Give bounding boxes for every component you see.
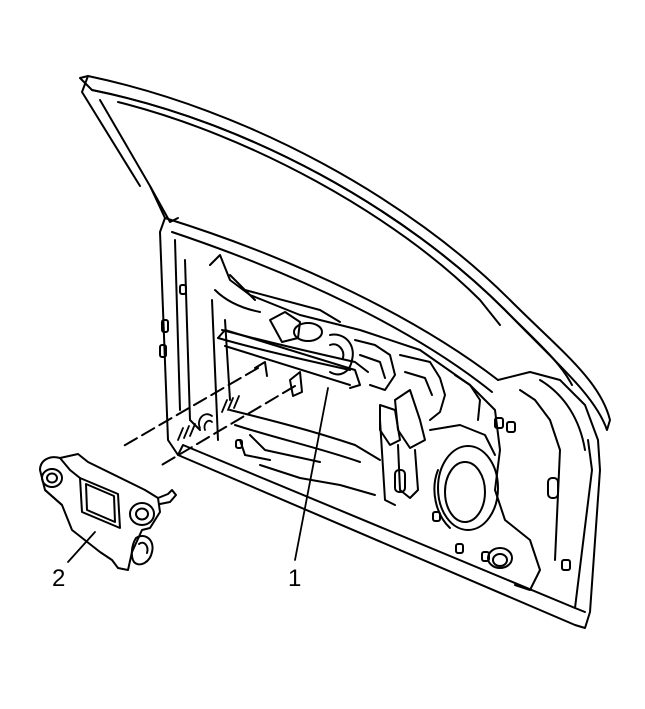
door-holes [159, 284, 571, 571]
regulator-mechanism [269, 311, 496, 506]
leader-lines [67, 387, 329, 563]
window-frame [79, 75, 611, 431]
install-guide-lines [119, 367, 296, 467]
inner-panel [209, 254, 541, 591]
orientation-marks [177, 395, 240, 441]
door-body [159, 217, 601, 629]
callout-2: 2 [52, 565, 65, 592]
callout-1: 1 [288, 565, 301, 592]
side-impact-sensor [39, 453, 177, 571]
speaker-opening [433, 445, 499, 531]
sensor-rail [217, 329, 361, 397]
